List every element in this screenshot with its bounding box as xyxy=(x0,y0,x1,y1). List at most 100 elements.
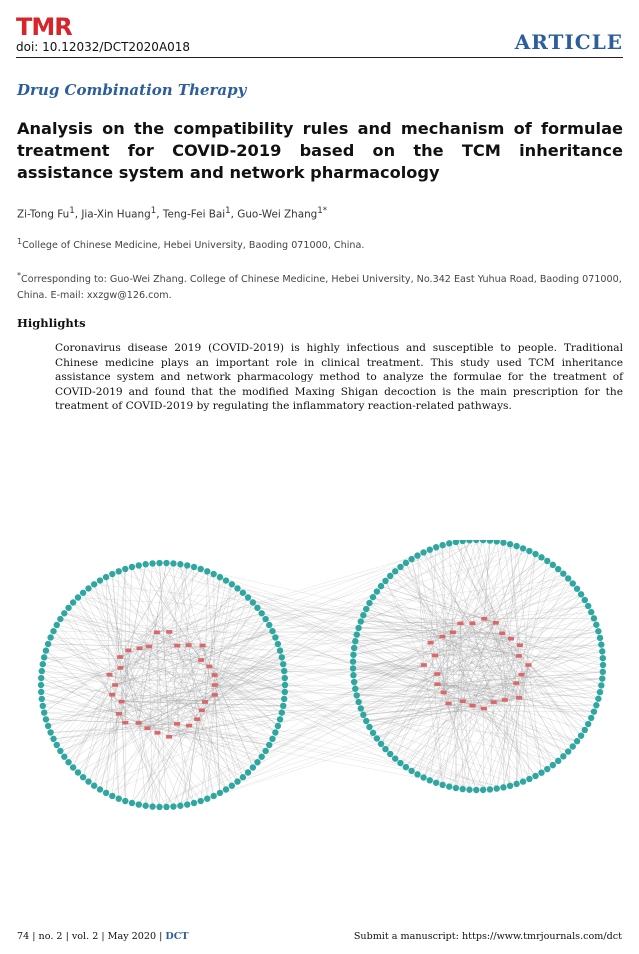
inner-node xyxy=(186,723,193,728)
outer-node xyxy=(397,563,404,571)
network-edge xyxy=(159,622,496,808)
network-edge xyxy=(94,584,461,624)
outer-node xyxy=(228,782,236,789)
network-pharmacology-figure xyxy=(37,540,607,811)
network-edge xyxy=(495,573,564,623)
network-edge xyxy=(112,645,203,797)
network-edge xyxy=(121,701,160,808)
network-edge xyxy=(41,670,215,686)
outer-node xyxy=(452,540,460,546)
network-edge xyxy=(48,643,215,686)
outer-node xyxy=(61,610,68,617)
network-edge xyxy=(261,613,522,675)
network-edge xyxy=(405,622,496,768)
outer-node xyxy=(459,785,466,793)
network-edge xyxy=(214,684,238,782)
submit-link[interactable]: Submit a manuscript: https://www.tmrjour… xyxy=(353,931,622,942)
network-edge xyxy=(528,605,589,666)
network-edge xyxy=(105,650,129,793)
network-edge xyxy=(207,571,511,639)
outer-node xyxy=(599,648,606,655)
outer-node xyxy=(479,786,487,794)
network-edge xyxy=(138,722,146,806)
network-edge xyxy=(519,645,530,779)
network-edge xyxy=(284,638,511,700)
network-edge xyxy=(411,559,436,656)
outer-node xyxy=(190,563,198,571)
inner-node xyxy=(112,683,119,687)
outer-node xyxy=(590,615,598,622)
network-edge xyxy=(45,719,190,726)
network-edge xyxy=(159,562,449,704)
network-edge xyxy=(472,624,597,706)
network-edge xyxy=(437,684,553,766)
network-edge xyxy=(176,723,227,790)
network-edge xyxy=(114,684,119,799)
outer-node xyxy=(216,573,224,581)
outer-node xyxy=(142,802,149,809)
outer-node xyxy=(42,647,50,654)
network-edge xyxy=(166,684,216,808)
network-edge xyxy=(125,602,254,723)
network-edge xyxy=(120,667,603,673)
outer-node xyxy=(588,714,595,722)
network-edge xyxy=(452,632,603,659)
network-edge xyxy=(64,613,178,646)
network-edge xyxy=(149,613,262,647)
network-edge xyxy=(77,701,122,773)
inner-node xyxy=(501,698,508,702)
outer-node xyxy=(61,753,68,760)
outer-node xyxy=(184,801,191,808)
network-edge xyxy=(358,632,453,703)
outer-node xyxy=(204,568,211,575)
network-edge xyxy=(363,705,473,715)
outer-node xyxy=(96,577,104,584)
network-edge xyxy=(68,607,206,702)
network-edge xyxy=(354,623,461,649)
network-edge xyxy=(77,597,158,733)
network-edge xyxy=(119,568,126,658)
inner-node xyxy=(516,696,523,700)
network-edge xyxy=(462,540,522,675)
network-edge xyxy=(460,557,542,624)
network-edge xyxy=(390,575,473,624)
highlights-text: Coronavirus disease 2019 (COVID-2019) is… xyxy=(55,342,623,412)
network-edge xyxy=(429,702,494,781)
outer-node xyxy=(190,799,198,807)
network-edge xyxy=(56,694,113,746)
network-edge xyxy=(434,655,470,790)
network-edge xyxy=(528,624,597,666)
author-list: Zi-Tong Fu1, Jia-Xin Huang1, Teng-Fei Ba… xyxy=(17,206,328,221)
outer-node xyxy=(588,608,595,616)
outer-node xyxy=(280,660,287,668)
network-edge xyxy=(204,577,221,702)
network-edge xyxy=(125,550,530,723)
outer-node xyxy=(564,748,572,755)
inner-node xyxy=(434,672,441,676)
network-edge xyxy=(275,637,484,709)
author-name: Teng-Fei Bai xyxy=(162,208,226,221)
network-edge xyxy=(77,701,206,773)
network-edge xyxy=(483,708,536,777)
network-edge xyxy=(180,701,206,806)
outer-node xyxy=(590,708,598,715)
outer-node xyxy=(350,678,358,686)
network-edge xyxy=(417,555,449,704)
network-edge xyxy=(460,573,564,624)
network-edge xyxy=(356,682,517,696)
outer-node xyxy=(439,541,446,549)
outer-node xyxy=(349,658,357,665)
network-edge xyxy=(68,722,126,763)
outer-node xyxy=(466,540,473,544)
author-name: Zi-Tong Fu xyxy=(17,208,70,221)
inner-node xyxy=(135,721,142,725)
network-edge xyxy=(516,578,569,684)
author-affil-mark: 1 xyxy=(225,206,231,216)
network-edge xyxy=(395,701,463,759)
highlights-heading: Highlights xyxy=(17,316,86,330)
outer-node xyxy=(569,743,576,750)
network-edge xyxy=(489,664,529,790)
network-edge xyxy=(169,678,603,738)
network-edge xyxy=(42,664,215,696)
network-edge xyxy=(188,588,238,646)
